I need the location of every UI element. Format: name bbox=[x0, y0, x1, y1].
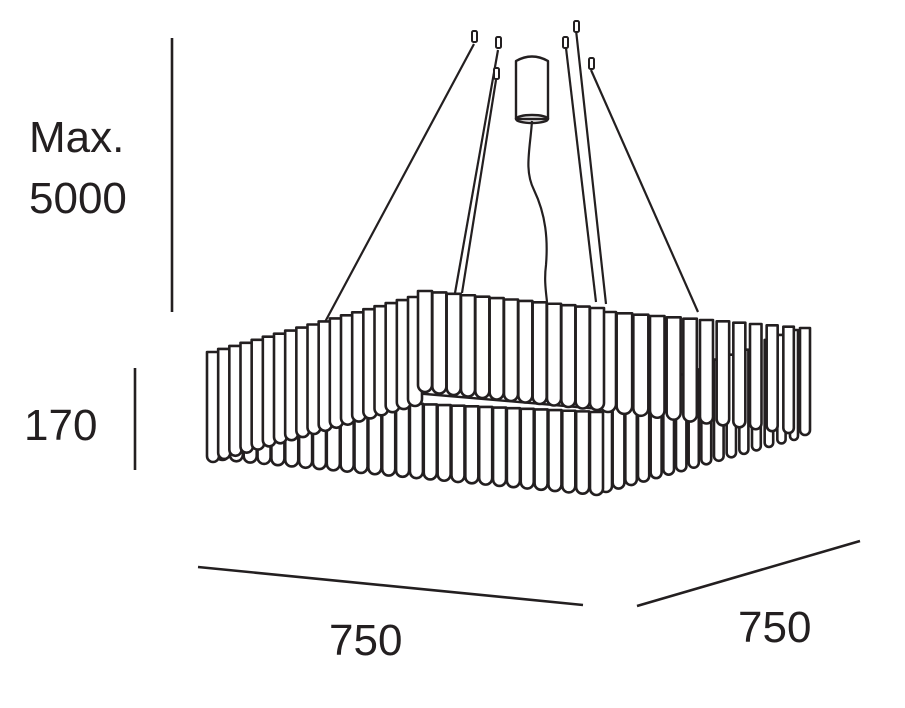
power-cord bbox=[527, 120, 549, 303]
glass-tube bbox=[436, 403, 452, 483]
glass-tube bbox=[545, 302, 563, 407]
glass-tube bbox=[408, 402, 425, 480]
glass-tube bbox=[450, 404, 466, 484]
glass-tube bbox=[519, 407, 536, 490]
glass-tube bbox=[715, 320, 731, 427]
glass-tube bbox=[798, 326, 812, 437]
glass-tube bbox=[394, 401, 411, 479]
glass-tube bbox=[698, 318, 715, 425]
glass-tube bbox=[502, 298, 520, 403]
glass-tube bbox=[474, 295, 491, 400]
glass-tube bbox=[517, 299, 534, 404]
fixture-height-value: 170 bbox=[24, 401, 98, 450]
glass-tube bbox=[488, 296, 505, 401]
glass-tube bbox=[748, 322, 763, 431]
suspension-max-label: Max. bbox=[29, 113, 125, 162]
glass-tube bbox=[547, 408, 563, 493]
upper-tier-center-tubes bbox=[416, 289, 606, 412]
glass-tube bbox=[615, 312, 634, 416]
glass-tube bbox=[588, 410, 605, 497]
glass-tube bbox=[477, 405, 494, 486]
glass-tube bbox=[588, 306, 606, 412]
width-dimension-line bbox=[197, 565, 584, 607]
depth-dimension-line bbox=[636, 539, 861, 608]
glass-tube bbox=[632, 313, 650, 418]
glass-tube bbox=[560, 303, 577, 409]
glass-tube bbox=[682, 317, 699, 423]
glass-tube bbox=[782, 325, 796, 435]
glass-tube bbox=[648, 314, 666, 419]
glass-tube bbox=[505, 406, 522, 489]
glass-tube bbox=[611, 397, 626, 490]
glass-tube bbox=[574, 305, 591, 410]
glass-tube bbox=[416, 289, 434, 394]
glass-tube bbox=[765, 324, 779, 433]
width-value: 750 bbox=[329, 616, 403, 665]
glass-tube bbox=[491, 406, 508, 488]
upper-tier-left-tubes bbox=[205, 295, 424, 464]
glass-tube bbox=[732, 321, 747, 429]
glass-tube bbox=[531, 301, 548, 406]
glass-tube bbox=[533, 408, 549, 492]
glass-tube bbox=[665, 316, 682, 421]
ceiling-canopy bbox=[514, 55, 550, 125]
glass-tube bbox=[624, 392, 639, 487]
glass-tube bbox=[464, 405, 480, 485]
suspension-cables bbox=[324, 20, 700, 323]
glass-tube bbox=[560, 409, 577, 494]
glass-tube bbox=[445, 292, 462, 397]
glass-tube bbox=[459, 293, 477, 398]
glass-tube bbox=[574, 410, 591, 495]
depth-value: 750 bbox=[738, 603, 812, 652]
glass-tube bbox=[431, 291, 448, 395]
suspension-max-value: 5000 bbox=[29, 174, 127, 223]
glass-tube bbox=[422, 403, 439, 481]
